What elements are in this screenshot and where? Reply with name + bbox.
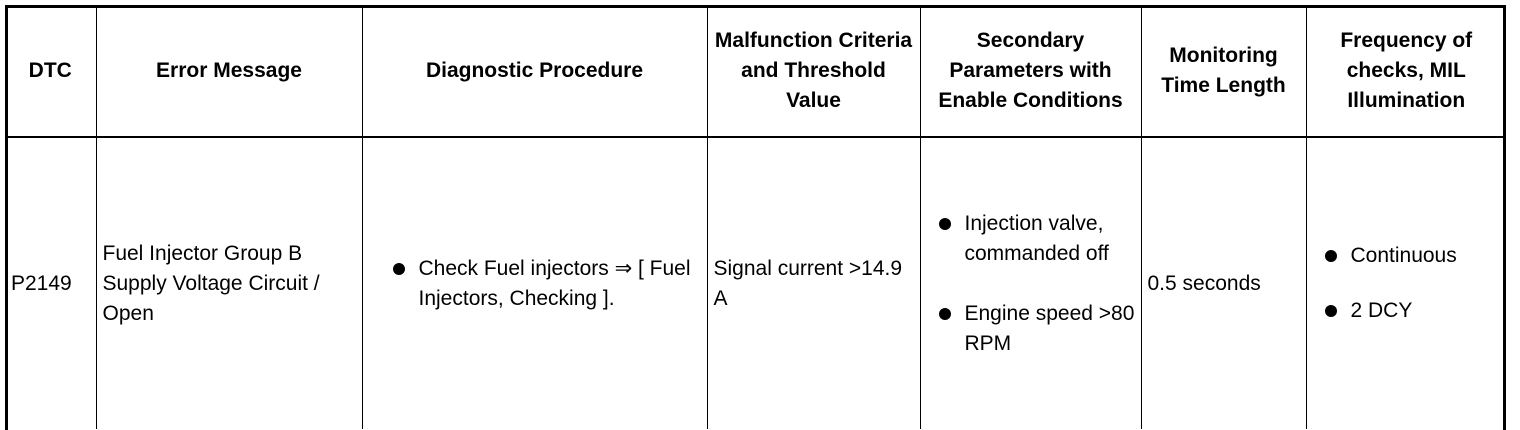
list-item: Engine speed >80 RPM bbox=[927, 299, 1135, 359]
bullet-icon bbox=[392, 262, 405, 275]
cell-criteria: Signal current >14.9 A bbox=[706, 136, 921, 429]
bullet-icon bbox=[938, 217, 951, 230]
bullet-icon bbox=[1324, 305, 1337, 317]
procedure-list: Check Fuel injectors ⇒ [ Fuel Injectors,… bbox=[381, 254, 701, 314]
cell-frequency: Continuous 2 DCY bbox=[1305, 136, 1506, 429]
header-row: DTC Error Message Diagnostic Procedure M… bbox=[5, 5, 1506, 138]
header-dtc: DTC bbox=[5, 5, 97, 138]
table-row: P2149 Fuel Injector Group B Supply Volta… bbox=[5, 136, 1506, 429]
header-malfunction-criteria: Malfunction Criteria and Threshold Value bbox=[706, 5, 921, 138]
cell-monitoring-time: 0.5 seconds bbox=[1140, 136, 1307, 429]
header-frequency: Frequency of checks, MIL Illumination bbox=[1305, 5, 1506, 138]
secondary-list: Injection valve, commanded off Engine sp… bbox=[927, 209, 1135, 359]
frequency-list: Continuous 2 DCY bbox=[1313, 241, 1501, 326]
cell-diagnostic-procedure: Check Fuel injectors ⇒ [ Fuel Injectors,… bbox=[361, 136, 708, 429]
list-item: Continuous bbox=[1313, 241, 1501, 271]
bullet-icon bbox=[1324, 250, 1337, 262]
list-item: Check Fuel injectors ⇒ [ Fuel Injectors,… bbox=[381, 254, 701, 314]
secondary-text: Injection valve, commanded off bbox=[964, 211, 1109, 265]
header-secondary-parameters: Secondary Parameters with Enable Conditi… bbox=[919, 5, 1142, 138]
secondary-text: Engine speed >80 RPM bbox=[964, 301, 1135, 355]
frequency-text: 2 DCY bbox=[1350, 299, 1413, 322]
list-item: 2 DCY bbox=[1313, 296, 1501, 326]
list-item: Injection valve, commanded off bbox=[927, 209, 1135, 269]
cell-secondary-parameters: Injection valve, commanded off Engine sp… bbox=[919, 136, 1142, 429]
header-error-message: Error Message bbox=[95, 5, 363, 138]
bullet-icon bbox=[938, 307, 951, 320]
cell-dtc: P2149 bbox=[5, 136, 97, 429]
header-diagnostic-procedure: Diagnostic Procedure bbox=[361, 5, 708, 138]
procedure-text: Check Fuel injectors ⇒ [ Fuel Injectors,… bbox=[418, 256, 691, 310]
dtc-table: DTC Error Message Diagnostic Procedure M… bbox=[5, 5, 1506, 429]
cell-error-message: Fuel Injector Group B Supply Voltage Cir… bbox=[95, 136, 363, 429]
frequency-text: Continuous bbox=[1350, 244, 1457, 267]
header-monitoring-time: Monitoring Time Length bbox=[1140, 5, 1307, 138]
